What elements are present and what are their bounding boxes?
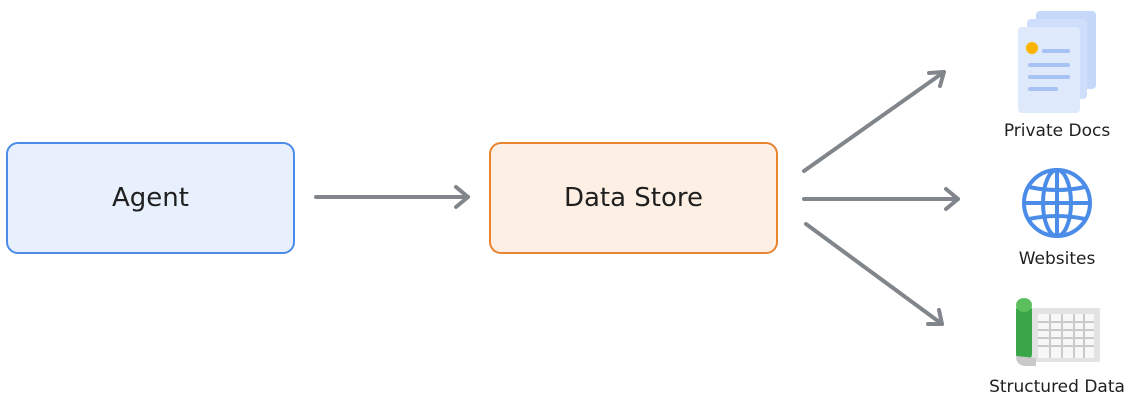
arrow-store-to-websites [802, 187, 960, 211]
data-store-node: Data Store [489, 142, 778, 254]
private-docs-label: Private Docs [1003, 121, 1111, 141]
arrow-agent-to-store [314, 185, 470, 209]
arrow-store-to-private-docs [802, 70, 946, 173]
data-store-label: Data Store [563, 183, 704, 213]
spreadsheet-icon [1012, 296, 1102, 368]
globe-icon [1020, 166, 1094, 240]
websites-label: Websites [1018, 249, 1096, 269]
document-stack-icon [1012, 8, 1102, 116]
structured-data-label: Structured Data [989, 377, 1125, 397]
agent-label: Agent [112, 183, 189, 213]
agent-node: Agent [6, 142, 295, 254]
arrow-store-to-structured-data [804, 222, 944, 326]
